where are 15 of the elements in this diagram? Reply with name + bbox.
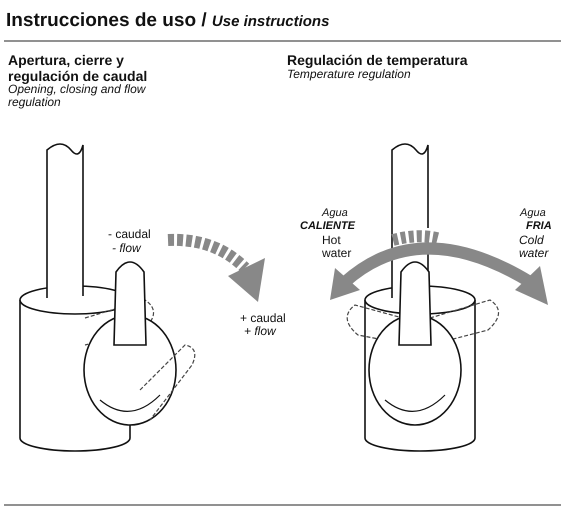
water-label: FRIA: [526, 220, 553, 232]
water-label: Agua: [520, 207, 547, 220]
section-subheading: Opening, closing and flow regulation: [8, 83, 147, 110]
flow-label: + flow: [244, 325, 278, 338]
flow-label: + caudal: [240, 312, 287, 326]
water-label: Hot water: [322, 234, 352, 261]
water-label: Agua: [322, 207, 349, 220]
flow-label: - caudal: [108, 228, 152, 242]
section-subheading: Temperature regulation: [287, 68, 411, 82]
water-label: CALIENTE: [300, 220, 356, 232]
flow-label: - flow: [112, 242, 142, 256]
section-heading: Apertura, cierre y regulación de caudal: [8, 53, 148, 84]
section-heading: Regulación de temperatura: [287, 53, 469, 69]
water-label: Cold water: [519, 234, 550, 261]
page-title: Instrucciones de uso / Use instructions: [6, 10, 330, 32]
